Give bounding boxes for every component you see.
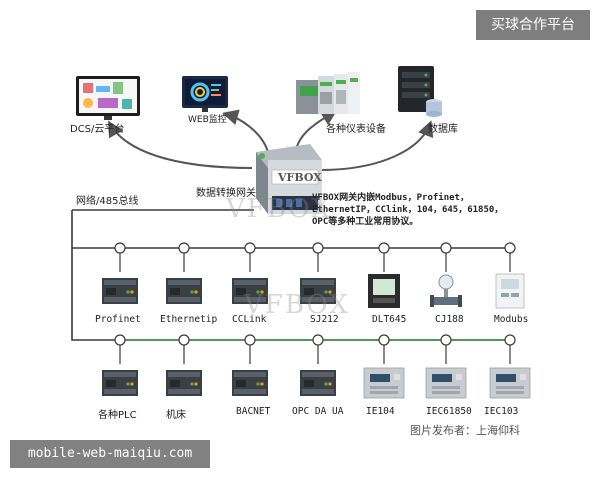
row2-plc-device <box>166 370 202 396</box>
instrument-devices-icon <box>296 72 360 114</box>
row1-bus-node <box>504 242 516 254</box>
row2-label-ie104: IE104 <box>366 406 395 417</box>
dcs-label: DCS/云平台 <box>70 124 125 135</box>
row2-nodes <box>114 334 516 364</box>
row1-plc-device <box>232 278 268 304</box>
bus-label: 网络/485总线 <box>76 196 139 207</box>
row2-plc-device <box>232 370 268 396</box>
gateway-description: VFBOX网关内嵌Modbus，Profinet， EthernetIP，CCl… <box>312 192 503 228</box>
row1-plc-device <box>102 278 138 304</box>
row2-label-plc: 各种PLC <box>98 410 137 421</box>
row1-bus-node <box>178 242 190 254</box>
row2-bus-node <box>312 334 324 346</box>
arrow-to-web <box>222 109 269 153</box>
row1-modbus-panel-device <box>495 273 525 309</box>
row1-label-profinet: Profinet <box>95 314 141 325</box>
watermark-middle: VFBOX <box>244 290 350 320</box>
gateway-title: 数据转换网关 <box>196 188 256 199</box>
arrow-to-meters <box>295 109 338 151</box>
row2-label-bacnet: BACNET <box>236 406 271 417</box>
row2-plc-device <box>300 370 336 396</box>
row1-bus-node <box>244 242 256 254</box>
row2-protection-relay-device <box>363 367 405 399</box>
watermark-top: VFBOX <box>226 194 332 224</box>
arrow-to-database <box>319 120 434 171</box>
database-label: 数据库 <box>428 124 458 135</box>
bottom-url-badge: mobile-web-maiqiu.com <box>10 440 210 468</box>
vfbox-gateway-icon <box>256 144 322 214</box>
row2-bus-node <box>378 334 390 346</box>
row2-label-iec103: IEC103 <box>484 406 519 417</box>
row2-plc-device <box>102 370 138 396</box>
row2-protection-relay-device <box>425 367 467 399</box>
row1-devices <box>102 273 525 309</box>
row1-label-dlt645: DLT645 <box>372 314 407 325</box>
row1-flowmeter-device <box>430 274 462 307</box>
row1-plc-device <box>166 278 202 304</box>
row2-devices <box>102 367 531 399</box>
dcs-platform-icon <box>76 76 140 120</box>
top-site-badge: 买球合作平台 <box>476 10 590 40</box>
gateway-brand: VFBOX <box>278 171 322 184</box>
row2-bus-node <box>440 334 452 346</box>
meters-label: 各种仪表设备 <box>326 124 386 135</box>
row1-bus-node <box>114 242 126 254</box>
description-line-2: EthernetIP，CClink，104，645，61850， <box>312 205 504 215</box>
row1-bus-node <box>440 242 452 254</box>
row1-power-meter-device <box>368 274 400 308</box>
web-label: WEB监控 <box>188 115 227 125</box>
row2-bus-node <box>244 334 256 346</box>
row1-nodes <box>114 242 516 272</box>
description-line-3: OPC等多种工业常用协议。 <box>312 217 419 227</box>
row2-protection-relay-device <box>489 367 531 399</box>
row1-plc-device <box>300 278 336 304</box>
row1-label-ethernetip: Ethernetip <box>160 314 218 325</box>
row1-bus-node <box>312 242 324 254</box>
image-credit: 图片发布者：上海仰科 <box>410 424 520 437</box>
row1-label-cj188: CJ188 <box>435 314 464 325</box>
database-server-icon <box>398 66 442 117</box>
row2-bus-node <box>178 334 190 346</box>
row2-bus-node <box>504 334 516 346</box>
row1-label-cclink: CCLink <box>232 314 267 325</box>
web-monitor-icon <box>182 76 228 112</box>
gateway-arrows <box>107 109 434 171</box>
row1-bus-node <box>378 242 390 254</box>
arrow-to-dcs <box>107 120 253 169</box>
row2-label-iec61850: IEC61850 <box>426 406 472 417</box>
row2-label-machine: 机床 <box>166 410 186 421</box>
row1-label-sj212: SJ212 <box>310 314 339 325</box>
description-line-1: VFBOX网关内嵌Modbus，Profinet， <box>312 193 469 203</box>
row2-bus-node <box>114 334 126 346</box>
row2-label-opc: OPC DA UA <box>292 406 344 417</box>
row1-label-modubs: Modubs <box>494 314 529 325</box>
